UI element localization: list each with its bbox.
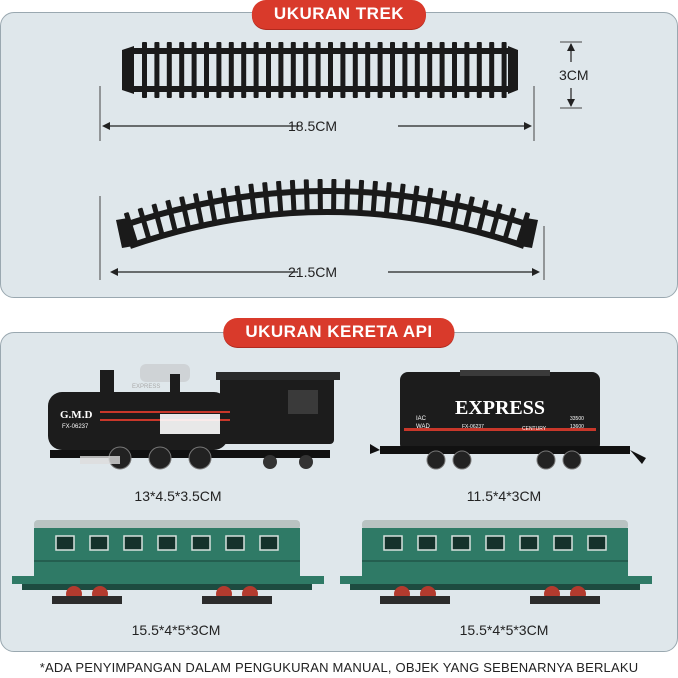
curved-track-image xyxy=(116,179,538,249)
tender-name-text: EXPRESS xyxy=(455,397,545,419)
tender-size-label: 11.5*4*3CM xyxy=(466,488,542,504)
straight-track-height-label: 3CM xyxy=(559,67,589,83)
locomotive-name-plate: G.M.D xyxy=(60,409,92,421)
coach-right-size-label: 15.5*4*5*3CM xyxy=(459,622,549,638)
locomotive-code: FX-06237 xyxy=(62,424,89,430)
coach-right-image xyxy=(340,520,652,604)
straight-track-image xyxy=(122,42,518,98)
coach-left-image xyxy=(12,520,324,604)
straight-track-length-label: 18.5CM xyxy=(288,118,338,134)
tender-left-text-1: IAC xyxy=(416,416,427,422)
locomotive-top-text: EXPRESS xyxy=(132,384,160,390)
train-size-title: UKURAN KERETA API xyxy=(223,318,455,347)
tender-left-text-2: WAD xyxy=(416,424,430,430)
straight-track-width-arrow xyxy=(99,86,535,141)
tender-number-1: 33500 xyxy=(570,416,584,422)
coach-left-size-label: 15.5*4*5*3CM xyxy=(131,622,221,638)
tender-number-2: 13600 xyxy=(570,424,584,430)
tender-image: EXPRESS IAC WAD FX-06237 CENTURY 33500 1… xyxy=(370,370,646,470)
curved-track-length-label: 21.5CM xyxy=(288,264,338,280)
tender-code-text: FX-06237 xyxy=(462,424,484,430)
curved-track-width-arrow xyxy=(99,196,545,280)
track-size-title: UKURAN TREK xyxy=(251,0,427,29)
tender-right-text: CENTURY xyxy=(522,426,547,432)
footer-note: *ADA PENYIMPANGAN DALAM PENGUKURAN MANUA… xyxy=(39,660,639,675)
straight-track-height-arrow xyxy=(560,41,582,109)
track-size-panel xyxy=(0,12,678,298)
locomotive-size-label: 13*4.5*3.5CM xyxy=(134,488,222,504)
locomotive-image: EXPRESS G.M.D FX-06237 xyxy=(48,364,340,470)
